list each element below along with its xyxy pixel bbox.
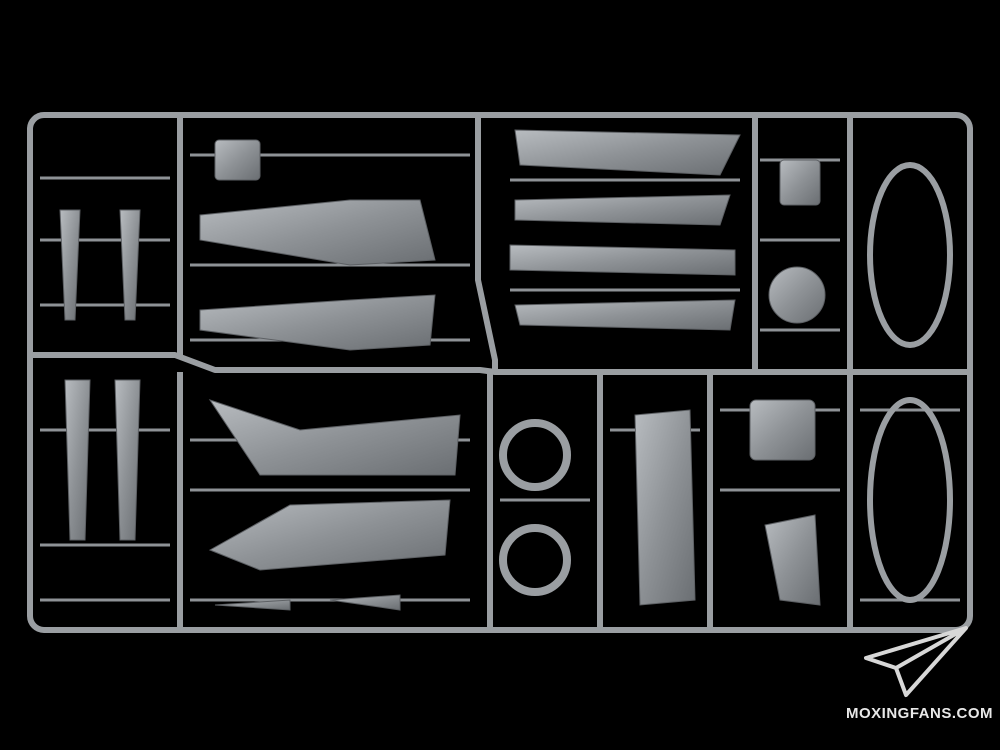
bracket-part xyxy=(779,159,821,206)
landing-gear-strut-1 xyxy=(64,379,91,541)
exhaust-ring-2 xyxy=(499,524,571,596)
small-part-1 xyxy=(214,599,291,611)
watermark: MOXINGFANS.COM xyxy=(846,623,994,722)
intake-panel-1 xyxy=(514,129,741,176)
nozzle-petals xyxy=(764,514,821,606)
model-parts xyxy=(59,129,953,611)
canopy-frame-1 xyxy=(867,162,953,348)
fuselage-half-1 xyxy=(208,399,461,476)
fuselage-half-2 xyxy=(208,499,451,571)
engine-fan xyxy=(768,266,826,324)
intake-panel-4 xyxy=(514,299,736,331)
cockpit-tub-2 xyxy=(199,294,436,351)
watermark-text: MOXINGFANS.COM xyxy=(846,705,994,722)
sprue-frame xyxy=(27,112,973,633)
landing-gear-leg-1 xyxy=(59,209,81,321)
intake-panel-3 xyxy=(509,244,736,276)
canopy-frame-2 xyxy=(867,397,953,603)
exhaust-ring-1 xyxy=(499,419,571,491)
paper-plane-icon xyxy=(864,626,968,697)
seat-part xyxy=(214,139,261,181)
landing-gear-leg-2 xyxy=(119,209,141,321)
instrument-panel xyxy=(749,399,816,461)
cockpit-tub-1 xyxy=(199,199,436,266)
small-part-2 xyxy=(329,594,401,611)
cockpit-floor xyxy=(634,409,696,606)
intake-panel-2 xyxy=(514,194,731,226)
landing-gear-strut-2 xyxy=(114,379,141,541)
